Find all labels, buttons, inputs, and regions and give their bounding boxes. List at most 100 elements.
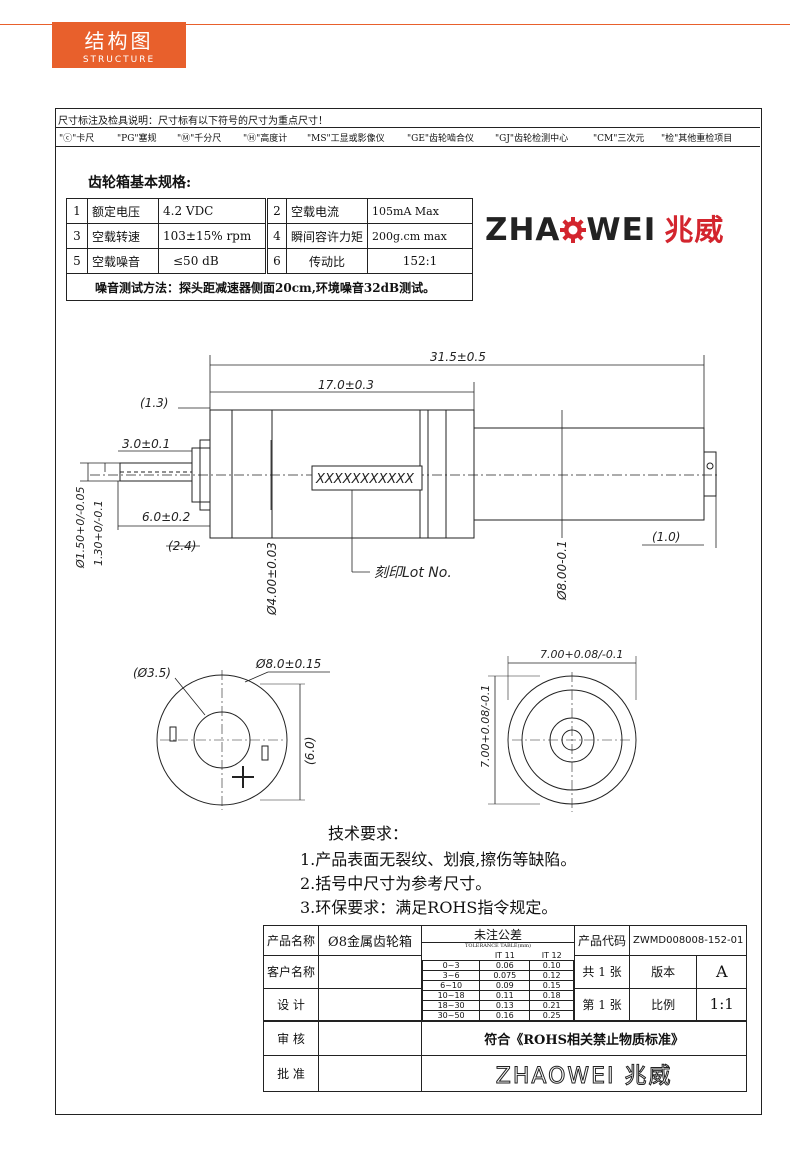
tol-cell: 3~6: [422, 970, 481, 981]
spec-cell: 空载转速: [87, 223, 159, 249]
tolerance-title: 未注公差: [422, 926, 575, 943]
tb-product-name: Ø8金属齿轮箱: [318, 924, 423, 957]
front-view: [156, 670, 330, 810]
back-view: [488, 656, 637, 812]
tb-approver-value: [318, 1055, 423, 1092]
spec-cell: 传动比: [285, 248, 369, 274]
tb-scale: 1:1: [696, 987, 748, 1021]
tb-total-sheets: 共 1 张: [574, 955, 631, 989]
symbol-gear-mesh: "GE"齿轮啮合仪: [407, 134, 475, 144]
tol-cell: 0~3: [422, 960, 481, 971]
logo-text-right: WEI: [586, 212, 657, 248]
section-badge: 结构图 STRUCTURE: [52, 22, 186, 68]
requirement-item: 3.环保要求：满足ROHS指令规定。: [300, 898, 558, 917]
header-line: [0, 24, 790, 25]
requirements-title: 技术要求：: [328, 824, 409, 843]
symbol-micrometer: "Ⓜ"千分尺: [177, 134, 222, 144]
lot-mark-text: XXXXXXXXXXX: [315, 472, 415, 487]
dimension-lines: [80, 355, 717, 573]
tol-cell: 0.12: [529, 970, 575, 981]
tol-cell: 30~50: [422, 1010, 481, 1021]
gear-icon: [560, 215, 587, 243]
front-dim-height: (6.0): [303, 737, 317, 765]
lot-mark-label: 刻印Lot No.: [374, 565, 452, 581]
section-subtitle: STRUCTURE: [82, 55, 156, 65]
spec-row: 1 额定电压 4.2 VDC 2 空载电流 105mA Max: [66, 198, 474, 224]
tb-label: 设 计: [262, 987, 320, 1021]
dim-total-length: 31.5±0.5: [430, 350, 486, 364]
dim-3-0: 3.0±0.1: [122, 437, 170, 451]
requirement-item: 1.产品表面无裂纹、划痕,擦伤等缺陷。: [300, 850, 577, 869]
front-dim-hole: (Ø3.5): [133, 666, 171, 680]
spec-row: 3 空载转速 103±15% rpm 4 瞬间容许力矩 200g.cm max: [66, 223, 474, 249]
symbol-height-gauge: "Ⓗ"高度计: [243, 134, 288, 144]
drawing-frame: [55, 108, 762, 1115]
inspection-symbol-row: "ⓒ"卡尺 "PG"塞规 "Ⓜ"千分尺 "Ⓗ"高度计 "MS"工显或影像仪 "G…: [55, 127, 760, 147]
tol-cell: 10~18: [422, 990, 481, 1001]
lot-mark-box: [311, 465, 423, 491]
section-title: 结构图: [84, 29, 154, 53]
tb-brand-stamp: ZHAOWEI 兆威: [421, 1055, 748, 1092]
dim-boss-dia: Ø4.00±0.03: [265, 542, 279, 616]
tol-cell: 0.06: [479, 960, 531, 971]
tol-cell: 0.18: [529, 990, 575, 1001]
tol-cell: 0.16: [479, 1010, 531, 1021]
tb-label: 版本: [629, 955, 698, 989]
tb-label: 比例: [629, 987, 698, 1021]
dim-body-dia: Ø8.00-0.1: [555, 540, 569, 601]
dim-flat-height: 1.30+0/-0.1: [92, 500, 105, 566]
spec-cell: 4.2 VDC: [158, 198, 267, 224]
dim-1-0: (1.0): [652, 530, 680, 544]
tb-rohs-statement: 符合《ROHS相关禁止物质标准》: [421, 1021, 748, 1056]
spec-row: 噪音测试方法：探头距减速器侧面20cm,环境噪音32dB测试。: [65, 273, 474, 301]
tb-label: 审 核: [262, 1021, 320, 1056]
tb-sheet-no: 第 1 张: [574, 987, 631, 1021]
tb-label: 批 准: [262, 1055, 320, 1092]
dim-gearbox-length: 17.0±0.3: [318, 378, 374, 392]
symbol-cmm: "CM"三次元: [593, 134, 645, 144]
tol-cell: 18~30: [422, 1000, 481, 1011]
tol-head: IT 12: [529, 951, 574, 961]
dim-6-0: 6.0±0.2: [142, 510, 190, 524]
tol-cell: 0.09: [479, 980, 531, 991]
symbol-microscope: "MS"工显或影像仪: [307, 134, 385, 144]
dim-2-4: (2.4): [168, 539, 196, 553]
tb-designer-value: [318, 987, 423, 1021]
symbol-other: "检"其他重检项目: [661, 134, 733, 144]
tb-label: 客户名称: [262, 955, 320, 989]
tol-cell: 0.075: [479, 970, 531, 981]
tol-cell: 0.11: [479, 990, 531, 1001]
noise-note: 噪音测试方法：探头距减速器侧面20cm,环境噪音32dB测试。: [65, 273, 474, 301]
tol-head: IT 11: [479, 951, 530, 961]
spec-cell: 空载噪音: [87, 248, 159, 274]
logo-text-cn: 兆威: [664, 213, 725, 247]
tb-label: 产品代码: [574, 924, 631, 957]
tb-customer-value: [318, 955, 423, 989]
front-dim-diameter: Ø8.0±0.15: [255, 657, 321, 671]
symbol-plug-gauge: "PG"塞规: [117, 134, 157, 144]
tol-head-empty: [422, 951, 480, 961]
requirement-item: 2.括号中尺寸为参考尺寸。: [300, 874, 492, 893]
dim-shaft-dia: Ø1.50+0/-0.05: [74, 486, 87, 569]
back-dim-height: 7.00+0.08/-0.1: [479, 685, 492, 768]
spec-title: 齿轮箱基本规格:: [88, 175, 192, 191]
spec-cell: ≤50 dB: [158, 248, 267, 274]
title-block: 产品名称 Ø8金属齿轮箱 未注公差 TOLERANCE TABLE(mm) IT…: [262, 924, 748, 1092]
dimension-labels: 31.5±0.5 17.0±0.3 (1.3) 3.0±0.1 6.0±0.2 …: [74, 350, 680, 768]
spec-cell: 103±15% rpm: [158, 223, 267, 249]
dim-1-3: (1.3): [140, 396, 168, 410]
spec-cell: 瞬间容许力矩: [285, 223, 369, 249]
symbol-gear-center: "GJ"齿轮检测中心: [495, 134, 569, 144]
tb-label: 产品名称: [262, 924, 320, 957]
spec-row: 5 空载噪音 ≤50 dB 6 传动比 152:1: [66, 248, 474, 274]
spec-cell: 空载电流: [285, 198, 369, 224]
tb-version: A: [696, 955, 748, 989]
tol-cell: 6~10: [422, 980, 481, 991]
tol-cell: 0.25: [529, 1010, 575, 1021]
tb-product-code: ZWMD008008-152-01: [629, 924, 748, 957]
tol-cell: 0.21: [529, 1000, 575, 1011]
